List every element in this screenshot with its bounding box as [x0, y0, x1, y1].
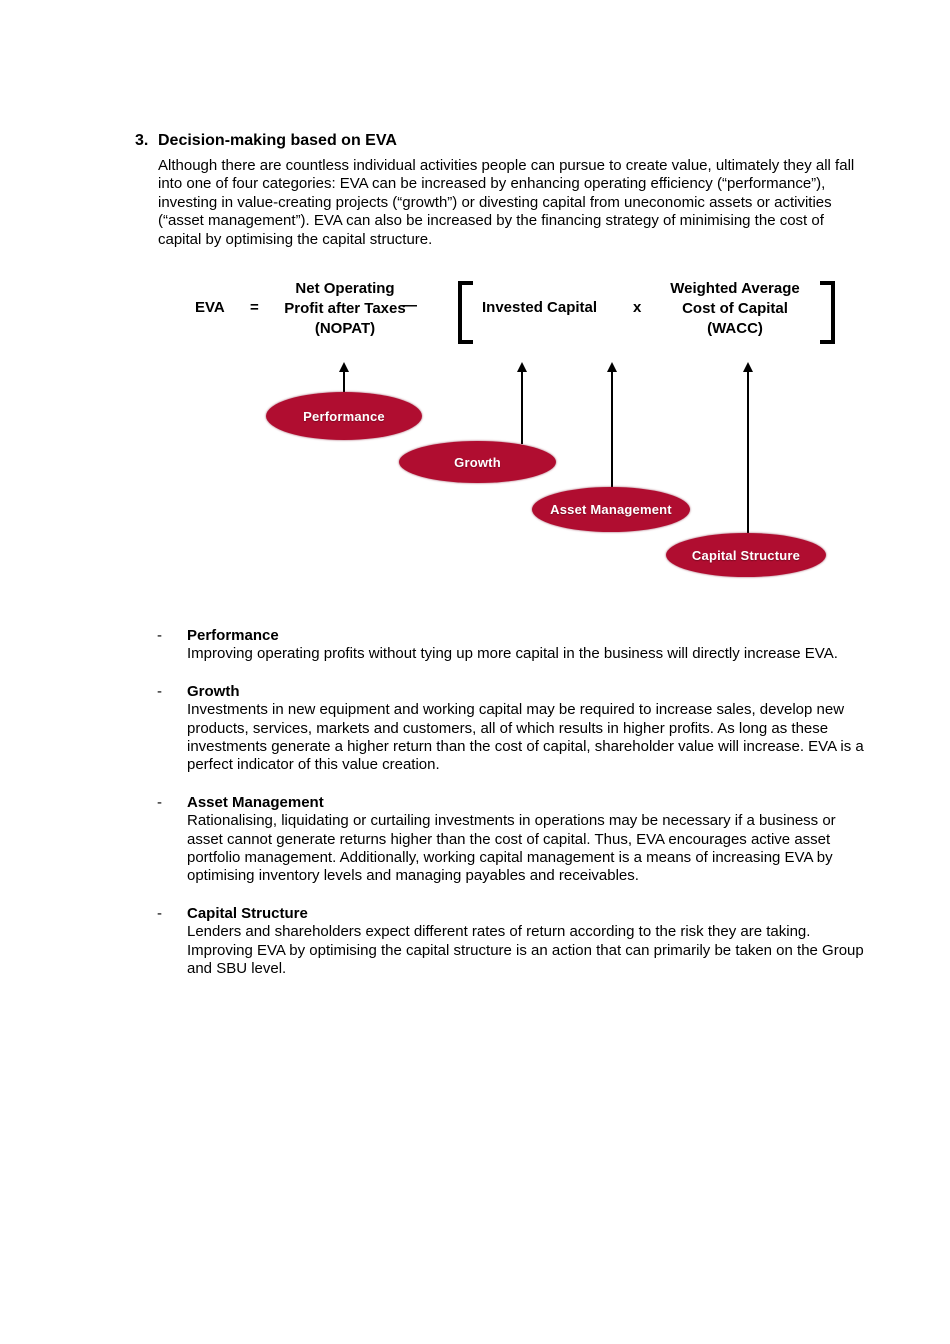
up-arrow-growth-head-icon: [517, 362, 527, 372]
minus-sign: —: [402, 297, 417, 314]
bullet-item-asset-management: - Asset Management Rationalising, liquid…: [157, 794, 865, 886]
wacc-term: Weighted Average Cost of Capital (WACC): [660, 279, 810, 339]
ellipse-performance: Performance: [266, 392, 422, 440]
nopat-line-1: Net Operating: [295, 280, 395, 297]
bullet-content: Performance Improving operating profits …: [187, 627, 865, 664]
intro-paragraph: Although there are countless individual …: [158, 157, 855, 248]
up-arrow-capital-structure: [747, 371, 749, 533]
left-bracket: [458, 281, 473, 344]
bullet-dash: -: [157, 682, 162, 700]
wacc-line-2: Cost of Capital: [682, 300, 788, 317]
bullet-item-growth: - Growth Investments in new equipment an…: [157, 683, 865, 775]
ellipse-growth: Growth: [399, 441, 556, 483]
nopat-line-3: (NOPAT): [314, 320, 376, 337]
bullet-dash: -: [157, 627, 162, 644]
invested-capital-term: Invested Capital: [482, 299, 598, 316]
bullet-item-capital-structure: - Capital Structure Lenders and sharehol…: [157, 905, 865, 979]
bullet-item-performance: - Performance Improving operating profit…: [157, 627, 865, 664]
section-heading: 3. Decision-making based on EVA: [135, 131, 397, 150]
nopat-line-2: Profit after Taxes: [284, 300, 406, 317]
equals-sign: =: [250, 299, 259, 316]
ellipse-capital-structure: Capital Structure: [666, 533, 826, 577]
ellipse-performance-label: Performance: [303, 408, 385, 424]
bullet-title-capital-structure: Capital Structure: [187, 904, 308, 922]
heading-number: 3.: [135, 132, 149, 149]
wacc-line-3: (WACC): [707, 320, 763, 337]
wacc-line-1: Weighted Average: [670, 280, 800, 297]
up-arrow-asset-management-head-icon: [607, 362, 617, 372]
heading-title: Decision-making based on EVA: [158, 132, 397, 149]
ellipse-capital-structure-label: Capital Structure: [691, 547, 801, 563]
bullet-dash: -: [157, 904, 162, 922]
up-arrow-performance-head-icon: [339, 362, 349, 372]
nopat-term: Net Operating Profit after Taxes (NOPAT): [278, 279, 412, 339]
bullet-body-performance: Improving operating profits without tyin…: [187, 645, 838, 663]
up-arrow-performance: [343, 371, 345, 392]
bullet-content: Asset Management Rationalising, liquidat…: [187, 794, 865, 886]
bullet-title-growth: Growth: [187, 682, 240, 700]
bullet-content: Growth Investments in new equipment and …: [187, 683, 865, 775]
formula-lhs: EVA: [195, 299, 225, 316]
ellipse-growth-label: Growth: [454, 454, 501, 470]
ellipse-asset-management-label: Asset Management: [550, 502, 672, 517]
up-arrow-asset-management: [611, 371, 613, 487]
ellipse-asset-management: Asset Management: [532, 487, 690, 532]
bullet-body-asset-management: Rationalising, liquidating or curtailing…: [187, 812, 836, 885]
bullet-list: - Performance Improving operating profit…: [157, 627, 865, 998]
bullet-dash: -: [157, 793, 162, 811]
multiply-sign: x: [633, 299, 642, 316]
bullet-body-growth: Investments in new equipment and working…: [187, 701, 864, 774]
up-arrow-growth: [521, 371, 523, 444]
bullet-content: Capital Structure Lenders and shareholde…: [187, 905, 865, 979]
right-bracket: [820, 281, 835, 344]
bullet-title-asset-management: Asset Management: [187, 793, 324, 811]
up-arrow-capital-structure-head-icon: [743, 362, 753, 372]
bullet-body-capital-structure: Lenders and shareholders expect differen…: [187, 923, 864, 978]
bullet-title-performance: Performance: [187, 627, 279, 644]
